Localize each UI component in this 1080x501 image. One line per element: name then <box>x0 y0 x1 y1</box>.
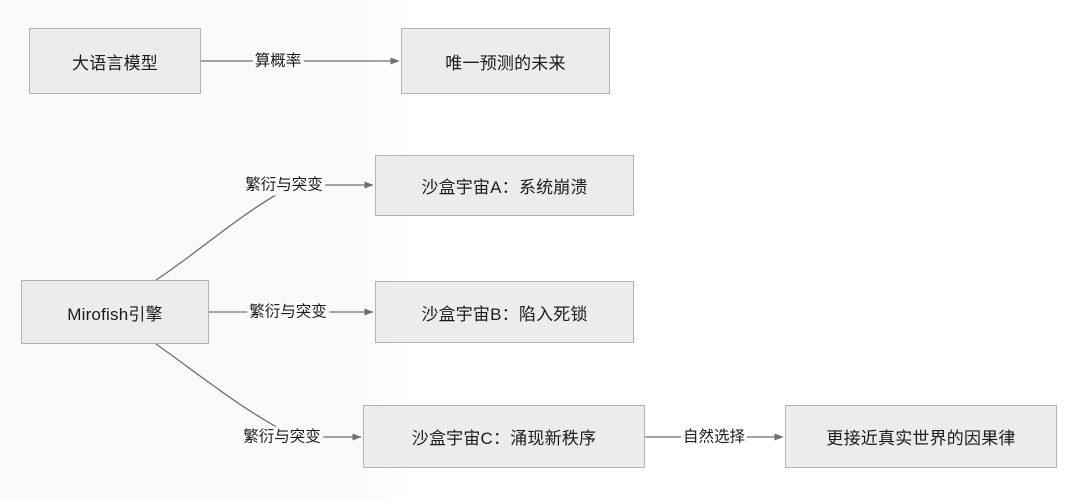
edge-label-probability: 算概率 <box>252 50 304 72</box>
node-causality[interactable]: 更接近真实世界的因果律 <box>785 405 1057 468</box>
node-sandbox-a-label: 沙盒宇宙A：系统崩溃 <box>421 178 588 197</box>
node-sandbox-b[interactable]: 沙盒宇宙B：陷入死锁 <box>375 281 634 343</box>
node-future-label: 唯一预测的未来 <box>445 53 566 73</box>
node-sandbox-a[interactable]: 沙盒宇宙A：系统崩溃 <box>375 155 634 216</box>
edge-mirofish-to-sandboxA <box>155 181 374 281</box>
node-mirofish-label: Mirofish引擎 <box>67 304 163 324</box>
node-llm[interactable]: 大语言模型 <box>29 28 201 94</box>
edge-label-mutation-b: 繁衍与突变 <box>247 301 329 323</box>
node-sandbox-b-label: 沙盒宇宙B：陷入死锁 <box>421 304 588 324</box>
node-llm-label: 大语言模型 <box>72 53 158 73</box>
node-sandbox-c-label: 沙盒宇宙C：涌现新秩序 <box>411 429 597 448</box>
node-causality-label: 更接近真实世界的因果律 <box>826 429 1016 448</box>
edge-label-natural-selection: 自然选择 <box>680 426 748 448</box>
node-mirofish[interactable]: Mirofish引擎 <box>21 280 209 344</box>
edge-label-mutation-c: 繁衍与突变 <box>241 426 323 448</box>
edge-mirofish-to-sandboxC <box>155 343 362 441</box>
node-sandbox-c[interactable]: 沙盒宇宙C：涌现新秩序 <box>363 405 645 468</box>
node-future[interactable]: 唯一预测的未来 <box>401 28 610 94</box>
edge-label-mutation-a: 繁衍与突变 <box>243 174 325 196</box>
